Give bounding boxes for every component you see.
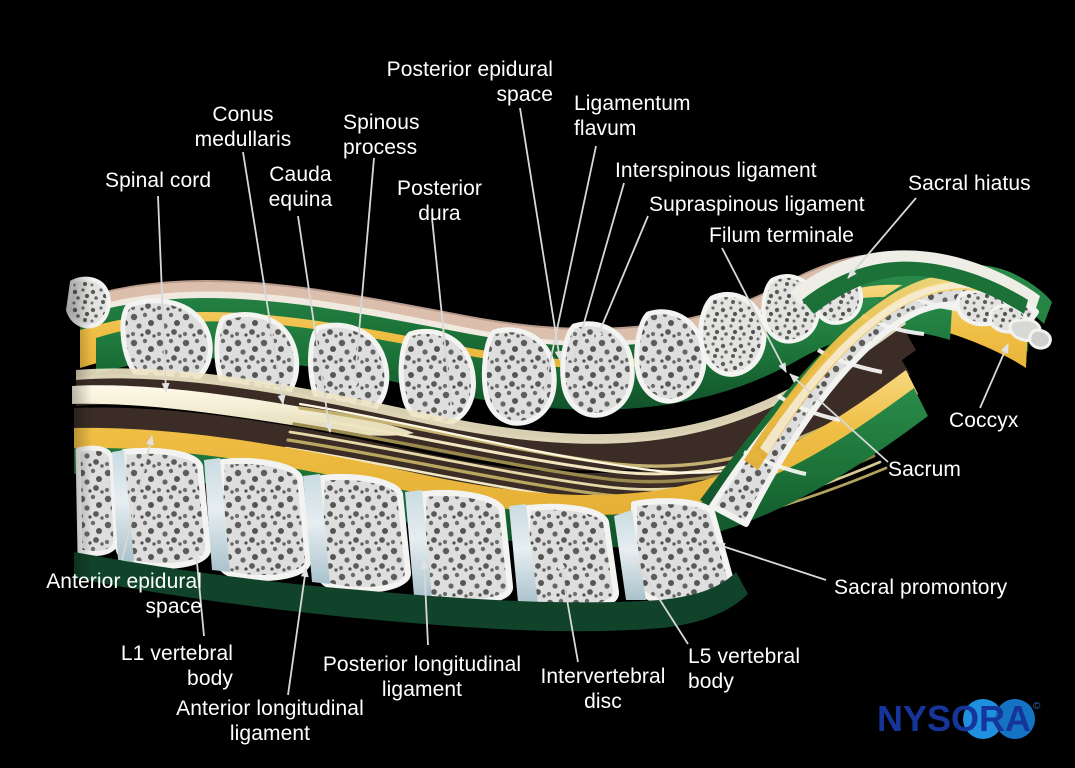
label-conus-medullaris: Conus medullaris	[194, 103, 292, 151]
coccyx	[955, 288, 1052, 350]
conus-medullaris	[326, 412, 414, 436]
posterior-dura	[76, 322, 916, 471]
anterior-longitudinal-ligament	[74, 552, 748, 632]
label-coccyx: Coccyx	[949, 409, 1019, 432]
label-sacrum: Sacrum	[888, 458, 961, 481]
epidural-line-posterior	[76, 316, 906, 444]
leader-sacral-promontory	[715, 543, 827, 581]
leader-filum-terminale	[721, 247, 787, 373]
spinal-cord	[72, 385, 410, 435]
leader-spinal-cord	[157, 195, 170, 393]
interspinous-ligament-muscle	[96, 296, 952, 410]
label-l1-vertebral-body: L1 vertebral body	[120, 642, 233, 690]
sacrococcygeal-ligament	[790, 250, 1040, 308]
leader-spinous-process	[350, 157, 375, 391]
leader-l1-vertebral-body	[192, 551, 205, 637]
leader-supraspinous-ligament	[595, 215, 649, 341]
nysora-logo: NYSORA ©	[875, 697, 1045, 743]
label-sacral-promontory: Sacral promontory	[834, 576, 1008, 599]
label-posterior-epidural-space: Posterior epidural space	[386, 58, 553, 106]
label-interspinous-ligament: Interspinous ligament	[615, 159, 817, 182]
label-anterior-longitudinal-ligament: Anterior longitudinal ligament	[176, 697, 364, 745]
leader-coccyx	[979, 343, 1009, 409]
leader-interspinous-ligament	[568, 182, 625, 373]
leader-sacral-hiatus	[847, 197, 917, 279]
left-mask	[0, 250, 70, 600]
label-spinal-cord: Spinal cord	[105, 169, 212, 192]
label-spinous-process: Spinous process	[343, 111, 420, 159]
leader-posterior-longitudinal-ligament	[420, 559, 429, 646]
leader-cauda-equina	[297, 215, 333, 433]
leader-sacrum	[789, 373, 889, 463]
logo-circle-r	[963, 699, 1003, 739]
label-ligamentum-flavum: Ligamentum flavum	[574, 92, 691, 140]
logo-wordmark: NYSORA	[877, 698, 1031, 739]
leader-anterior-epidural-space	[121, 435, 154, 561]
dorsal-sacral-muscle	[802, 261, 1028, 314]
label-posterior-dura: Posterior dura	[397, 177, 482, 225]
label-filum-terminale: Filum terminale	[709, 224, 855, 247]
leader-l5-vertebral-body	[631, 555, 689, 645]
intervertebral-discs	[112, 450, 646, 604]
anterior-epidural-space	[74, 370, 918, 523]
leader-posterior-epidural-space	[519, 107, 563, 361]
label-cauda-equina: Cauda equina	[268, 163, 333, 211]
label-supraspinous-ligament: Supraspinous ligament	[649, 193, 865, 216]
lumbar-vertebral-bodies	[75, 445, 736, 612]
label-posterior-longitudinal-ligament: Posterior longitudinal ligament	[322, 653, 522, 701]
leader-posterior-dura	[431, 217, 456, 415]
logo-trademark: ©	[1033, 701, 1041, 712]
leader-anterior-longitudinal-ligament	[287, 567, 309, 696]
label-anterior-epidural-space: Anterior epidural space	[46, 570, 202, 618]
leader-intervertebral-disc	[557, 559, 579, 663]
spinous-processes	[66, 268, 863, 428]
leader-ligamentum-flavum	[539, 145, 597, 401]
leader-conus-medullaris	[242, 151, 286, 405]
label-intervertebral-disc: Intervertebral disc	[540, 665, 666, 713]
leader-lines	[121, 107, 1009, 696]
label-sacral-hiatus: Sacral hiatus	[908, 172, 1031, 195]
label-l5-vertebral-body: L5 vertebral body	[688, 645, 801, 693]
logo-circle-a	[995, 699, 1035, 739]
